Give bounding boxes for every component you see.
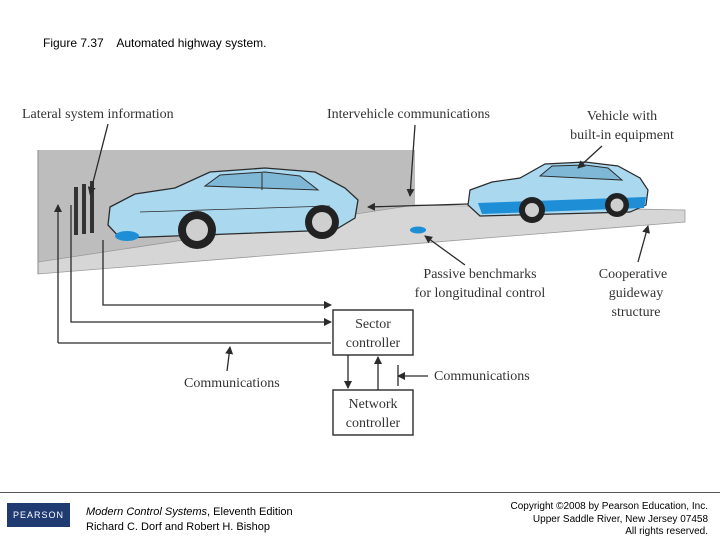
highway-diagram: Lateral system information Intervehicle … [22, 107, 686, 436]
intervehicle-label: Intervehicle communications [327, 107, 490, 122]
lateral-label: Lateral system information [22, 107, 174, 122]
communications-left-label: Communications [184, 376, 280, 391]
figure-number: Figure 7.37 [43, 36, 104, 50]
book-info: Modern Control Systems, Eleventh Edition… [86, 505, 293, 535]
coop-label-1: Cooperative [599, 267, 667, 282]
lateral-sensor-posts [74, 181, 94, 235]
passive-label-1: Passive benchmarks [423, 267, 536, 282]
vehicle-label-2: built-in equipment [570, 128, 674, 143]
sector-label-1: Sector [355, 317, 391, 332]
book-authors: Richard C. Dorf and Robert H. Bishop [86, 521, 271, 533]
book-title: Modern Control Systems [86, 506, 208, 518]
coop-label-2: guideway [609, 286, 663, 301]
copyright-line: Copyright ©2008 by Pearson Education, In… [510, 501, 709, 512]
following-car [467, 161, 649, 223]
footer-divider [0, 492, 720, 493]
vehicle-label-1: Vehicle with [587, 109, 657, 124]
network-label-2: controller [346, 416, 401, 431]
rights-line: All rights reserved. [625, 526, 708, 537]
book-edition: , Eleventh Edition [207, 506, 293, 518]
copyright-block: Copyright ©2008 by Pearson Education, In… [511, 501, 709, 539]
communications-right-label: Communications [434, 369, 530, 384]
passive-benchmark-marker [410, 226, 426, 234]
lead-car [107, 167, 359, 249]
sector-label-2: controller [346, 336, 401, 351]
publisher-address: Upper Saddle River, New Jersey 07458 [532, 513, 708, 525]
pearson-logo: PEARSON [7, 503, 70, 527]
figure-title: Automated highway system. [116, 36, 267, 50]
coop-label-3: structure [612, 305, 661, 320]
passive-label-2: for longitudinal control [415, 286, 546, 301]
network-controller-box [332, 389, 414, 436]
network-label-1: Network [349, 397, 398, 412]
sector-controller-box [332, 309, 414, 356]
figure-caption: Figure 7.37 Automated highway system. [43, 36, 266, 50]
